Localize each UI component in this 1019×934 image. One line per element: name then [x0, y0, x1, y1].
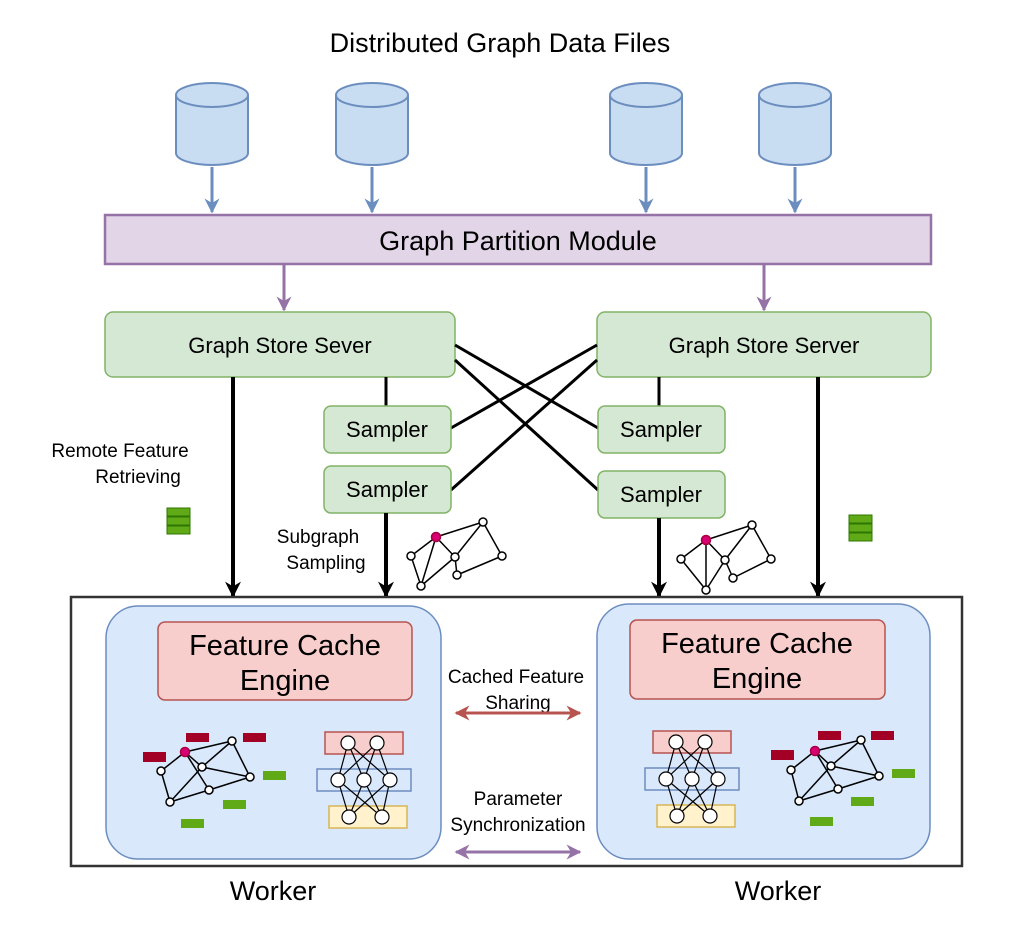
feature-cache-engine-label: Feature Cache	[661, 628, 853, 660]
sampler-label: Sampler	[620, 417, 702, 442]
feature-cache-engine-label: Engine	[712, 663, 802, 695]
sampler-label: Sampler	[620, 482, 702, 507]
partition-module-label: Graph Partition Module	[379, 226, 657, 256]
connector-line	[453, 358, 600, 492]
feature-stack-icon	[848, 514, 873, 542]
database-icon	[335, 82, 409, 166]
sampler-label: Sampler	[346, 477, 428, 502]
graph-store-server-right-label: Graph Store Server	[669, 333, 860, 358]
sampler-box	[597, 405, 726, 454]
sampler-box	[597, 470, 726, 519]
workers-container	[69, 595, 964, 868]
subgraph-icon	[406, 517, 507, 591]
worker-label-left: Worker	[230, 876, 317, 906]
cached-graph-icon	[771, 731, 915, 826]
parameter-sync-label: Synchronization	[450, 815, 585, 836]
feature-cache-engine-label: Feature Cache	[189, 630, 381, 662]
database-icon	[175, 82, 249, 166]
connector-line	[450, 343, 598, 430]
subgraph-sampling-label: Sampling	[286, 553, 365, 574]
diagram-title: Distributed Graph Data Files	[330, 28, 671, 58]
graph-store-server-left	[104, 311, 456, 378]
feature-cache-engine-label: Engine	[240, 665, 330, 697]
neural-network-icon	[644, 730, 740, 828]
partition-module-box	[103, 213, 933, 266]
feature-cache-engine-left	[157, 621, 413, 701]
sampler-label: Sampler	[346, 417, 428, 442]
feature-stack-icon	[166, 507, 191, 535]
feature-cache-engine-right	[629, 619, 886, 700]
connector-line	[450, 358, 598, 492]
graph-store-server-right	[596, 311, 932, 378]
cached-feature-sharing-label: Sharing	[485, 693, 551, 714]
worker-label-right: Worker	[735, 876, 822, 906]
cached-feature-sharing-label: Cached Feature	[448, 667, 584, 688]
neural-network-icon	[316, 731, 412, 829]
sampler-box	[323, 405, 452, 454]
subgraph-icon	[676, 520, 776, 595]
remote-feature-label: Remote Feature	[51, 441, 188, 462]
subgraph-sampling-label: Subgraph	[277, 527, 359, 548]
parameter-sync-label: Parameter	[474, 789, 563, 810]
database-icon	[758, 82, 832, 166]
database-icon	[609, 82, 683, 166]
graph-store-server-left-label: Graph Store Sever	[188, 333, 371, 358]
remote-feature-label: Retrieving	[95, 467, 181, 488]
cached-graph-icon	[143, 733, 286, 828]
